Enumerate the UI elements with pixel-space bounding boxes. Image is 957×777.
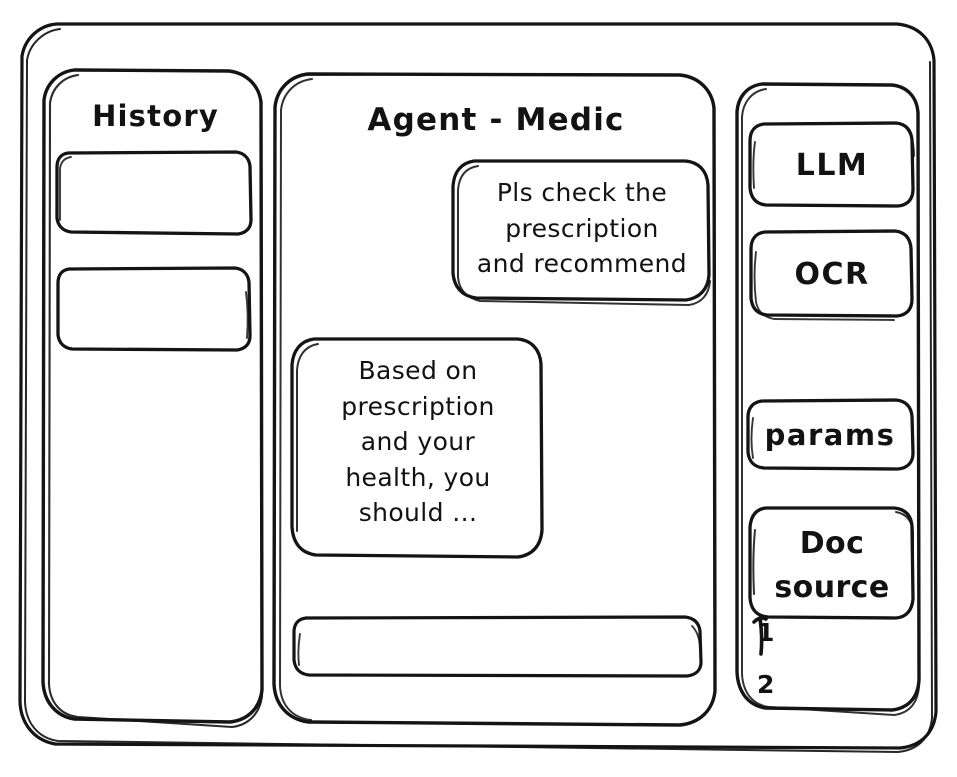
doc-list-item-2[interactable]: 2	[748, 664, 808, 708]
tool-button-llm-label: LLM	[795, 148, 869, 183]
assistant-message-text: Based on prescription and your health, y…	[341, 356, 495, 527]
doc-list-item-1[interactable]: 1	[748, 612, 808, 656]
tool-button-ocr-label: OCR	[794, 257, 870, 292]
tool-button-ocr[interactable]: OCR	[744, 224, 920, 322]
composer-input[interactable]	[288, 612, 708, 684]
assistant-message-bubble: Based on prescription and your health, y…	[284, 331, 552, 569]
doc-list-item-2-label: 2	[757, 670, 775, 699]
doc-source-card-label: Doc source	[774, 526, 890, 605]
main-panel-title: Agent - Medic	[367, 102, 625, 138]
tool-button-llm[interactable]: LLM	[744, 116, 920, 212]
doc-list-item-1-label: 1	[757, 618, 775, 647]
doc-source-card[interactable]: Doc source	[744, 500, 920, 626]
user-message-bubble: Pls check the prescription and recommend	[446, 153, 718, 313]
params-button-label: params	[764, 418, 896, 452]
user-message-text: Pls check the prescription and recommend	[476, 178, 688, 278]
history-item-2[interactable]	[52, 262, 260, 356]
history-item-1[interactable]	[52, 146, 260, 240]
params-button[interactable]: params	[740, 394, 920, 476]
history-panel-title: History	[92, 99, 219, 133]
